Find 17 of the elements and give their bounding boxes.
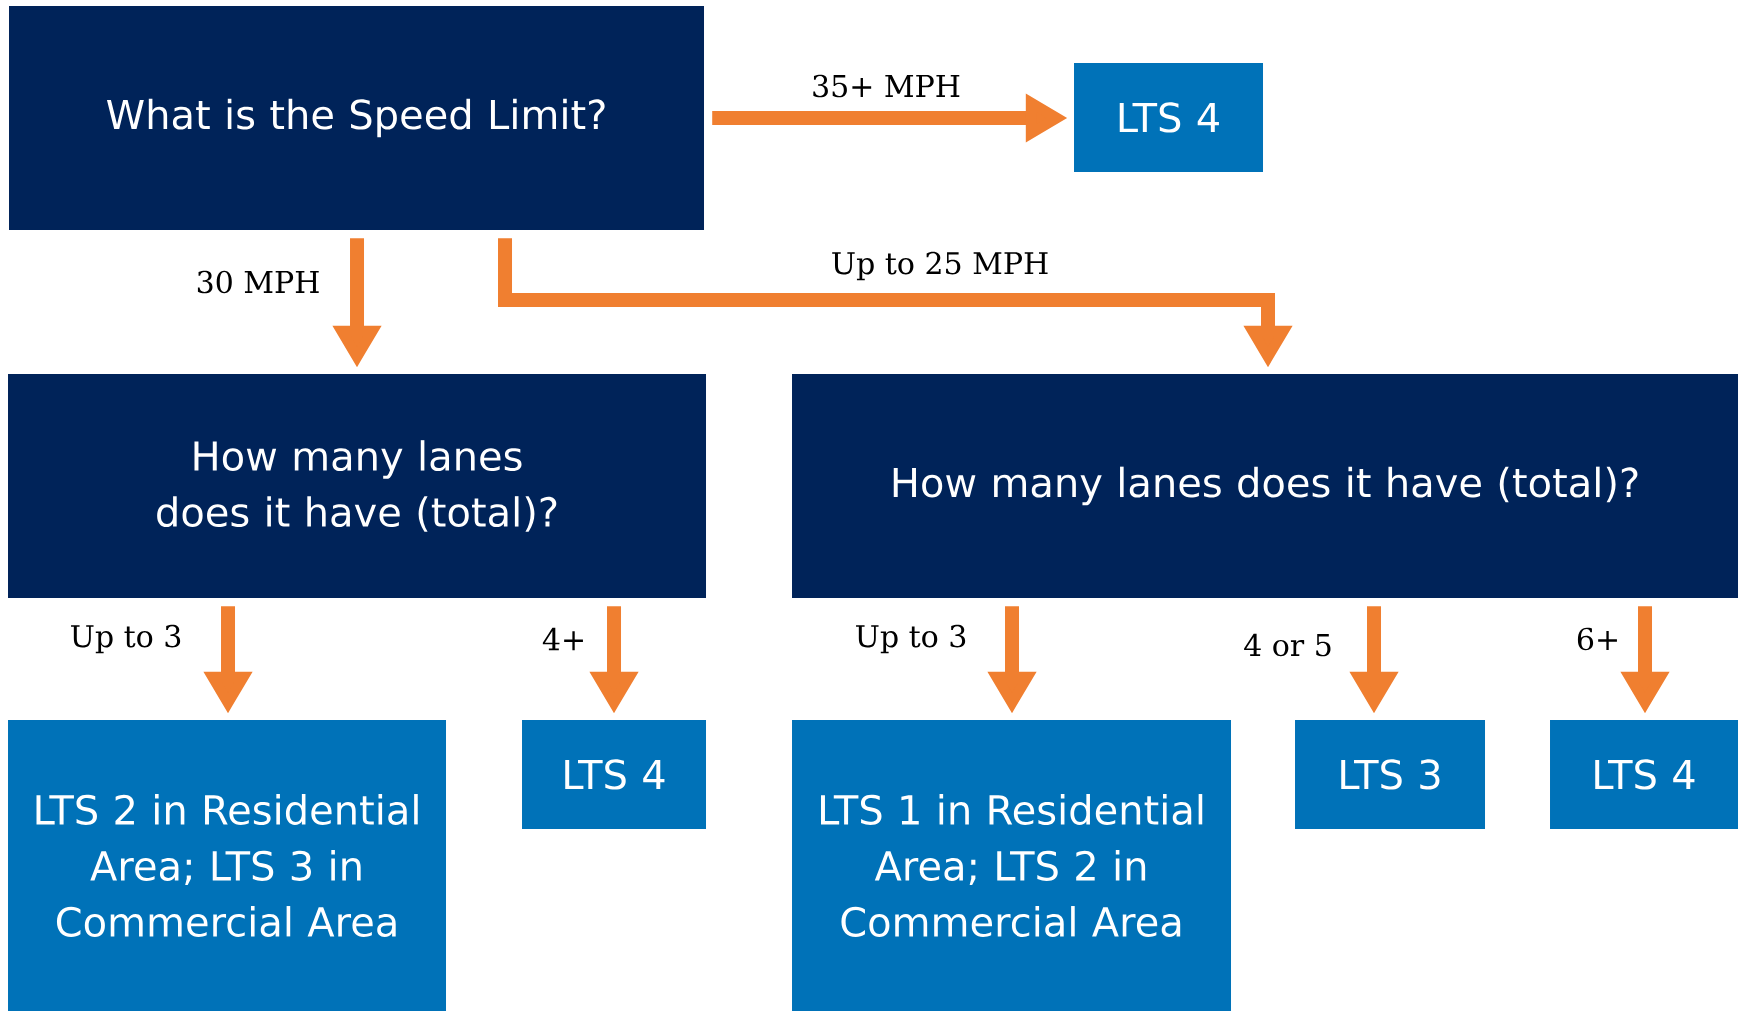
result-box: LTS 4 [1074, 63, 1263, 172]
edge-label: 6+ [1573, 625, 1623, 653]
question-box: How many lanes does it have (total)? [8, 374, 706, 598]
edge-label: Up to 25 MPH [828, 249, 1052, 283]
edge-label: Up to 3 [67, 622, 185, 656]
result-box: LTS 4 [1550, 720, 1738, 829]
question-box: How many lanes does it have (total)? [792, 374, 1738, 598]
edge-label: Up to 3 [852, 622, 970, 656]
question-box: What is the Speed Limit? [9, 6, 704, 230]
result-box: LTS 4 [522, 720, 706, 829]
edge-label: 35+ MPH [809, 72, 963, 100]
edge-label: 4+ [539, 625, 589, 653]
result-box: LTS 3 [1295, 720, 1485, 829]
edge-label: 30 MPH [193, 268, 323, 296]
result-box: LTS 2 in Residential Area; LTS 3 in Commercial Area [8, 720, 446, 1011]
edge-label: 4 or 5 [1241, 631, 1335, 659]
result-box: LTS 1 in Residential Area; LTS 2 in Commercial Area [792, 720, 1231, 1011]
